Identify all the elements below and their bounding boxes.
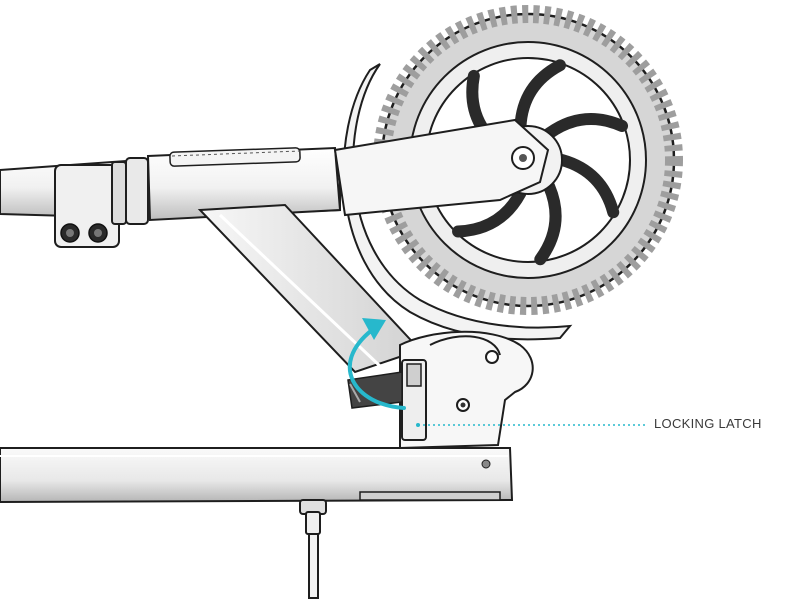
- scooter-deck: [0, 447, 514, 504]
- wheel-spoke: [543, 113, 629, 140]
- latch-housing: [399, 330, 534, 450]
- locking-latch: [347, 359, 427, 441]
- front-fork: [333, 118, 550, 217]
- kickstand: [299, 499, 327, 599]
- folding-arm: [197, 203, 422, 374]
- wheel-spoke: [534, 180, 562, 266]
- locking-latch-label: LOCKING LATCH: [654, 416, 762, 431]
- wheel-spoke: [514, 59, 566, 133]
- clamp-collar: [54, 157, 149, 248]
- deck-screw-icon: [481, 459, 491, 469]
- stem-sleeve: [146, 146, 342, 222]
- curved-arrow-icon: [347, 318, 406, 410]
- wheel-spoke: [452, 187, 527, 238]
- wheel-spoke: [556, 154, 620, 219]
